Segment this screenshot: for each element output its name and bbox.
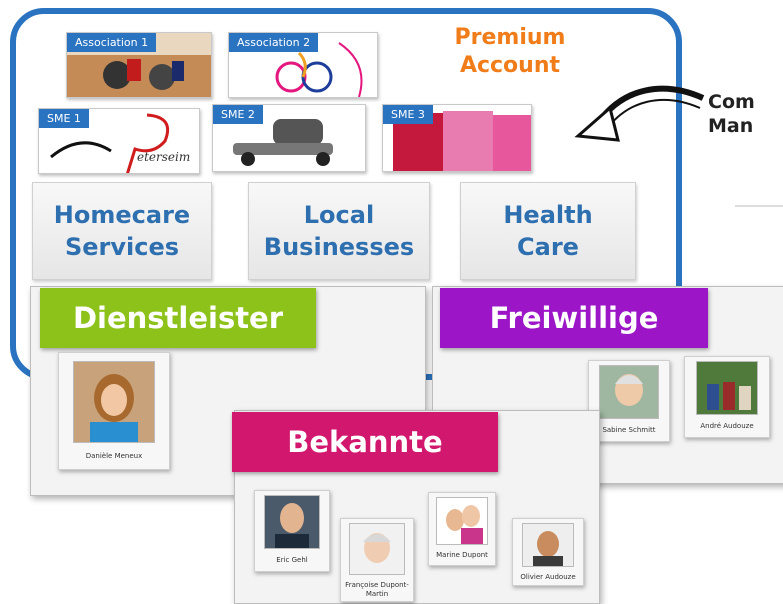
premium-line-1: Premium bbox=[454, 25, 566, 50]
divider bbox=[735, 205, 783, 207]
member-card[interactable]: Danièle Meneux bbox=[58, 352, 170, 470]
association-1-card[interactable]: Association 1 bbox=[66, 32, 212, 98]
association-2-card[interactable]: Association 2 bbox=[228, 32, 378, 98]
sme-2-scooter-image bbox=[233, 119, 333, 166]
member-name: Eric Gehl bbox=[276, 556, 308, 564]
category-health-line-2: Care bbox=[517, 233, 579, 261]
sme-1-tag: SME 1 bbox=[39, 109, 89, 128]
member-photo bbox=[696, 361, 758, 415]
member-name: Danièle Meneux bbox=[85, 452, 143, 460]
association-2-tag: Association 2 bbox=[229, 33, 319, 52]
member-card[interactable]: Françoise Dupont-Martin bbox=[340, 518, 414, 602]
category-homecare-line-1: Homecare bbox=[53, 201, 191, 229]
member-name: Olivier Audouze bbox=[520, 573, 576, 581]
sme-2-card[interactable]: SME 2 bbox=[212, 104, 366, 172]
member-photo bbox=[264, 495, 320, 549]
group-title-dienstleister: Dienstleister bbox=[40, 288, 316, 348]
category-homecare-services[interactable]: Homecare Services bbox=[32, 182, 212, 280]
svg-text:eterseim: eterseim bbox=[137, 150, 190, 164]
member-name: Sabine Schmitt bbox=[602, 426, 656, 434]
member-photo bbox=[436, 497, 488, 545]
community-line-2: Man bbox=[708, 115, 754, 137]
association-1-tag: Association 1 bbox=[67, 33, 157, 52]
community-line-1: Com bbox=[708, 91, 755, 113]
sme-1-card[interactable]: eterseim SME 1 bbox=[38, 108, 200, 174]
category-local-line-2: Businesses bbox=[263, 233, 415, 261]
sme-3-tag: SME 3 bbox=[383, 105, 433, 124]
member-card[interactable]: André Audouze bbox=[684, 356, 770, 438]
member-name: Françoise Dupont-Martin bbox=[345, 581, 409, 598]
member-name: André Audouze bbox=[700, 422, 754, 430]
community-manager-label: Com Man bbox=[708, 90, 783, 138]
category-local-line-1: Local bbox=[303, 201, 375, 229]
category-homecare-line-2: Services bbox=[64, 233, 180, 261]
member-card[interactable]: Marine Dupont bbox=[428, 492, 496, 566]
premium-account-label: Premium Account bbox=[430, 24, 590, 80]
sme-3-card[interactable]: SME 3 bbox=[382, 104, 532, 172]
category-health-line-1: Health bbox=[503, 201, 593, 229]
category-local-businesses[interactable]: Local Businesses bbox=[248, 182, 430, 280]
premium-line-2: Account bbox=[459, 53, 561, 78]
curved-arrow-icon bbox=[574, 85, 705, 142]
group-title-freiwillige: Freiwillige bbox=[440, 288, 708, 348]
sme-2-tag: SME 2 bbox=[213, 105, 263, 124]
category-health-care[interactable]: Health Care bbox=[460, 182, 636, 280]
association-2-logo bbox=[275, 42, 363, 97]
member-card[interactable]: Eric Gehl bbox=[254, 490, 330, 572]
member-photo bbox=[522, 523, 574, 567]
member-photo bbox=[599, 365, 659, 419]
member-name: Marine Dupont bbox=[436, 551, 488, 559]
member-photo bbox=[73, 361, 155, 443]
member-card[interactable]: Sabine Schmitt bbox=[588, 360, 670, 442]
group-title-bekannte: Bekannte bbox=[232, 412, 498, 472]
member-photo bbox=[349, 523, 405, 575]
sme-1-logo: eterseim bbox=[50, 113, 190, 173]
member-card[interactable]: Olivier Audouze bbox=[512, 518, 584, 586]
